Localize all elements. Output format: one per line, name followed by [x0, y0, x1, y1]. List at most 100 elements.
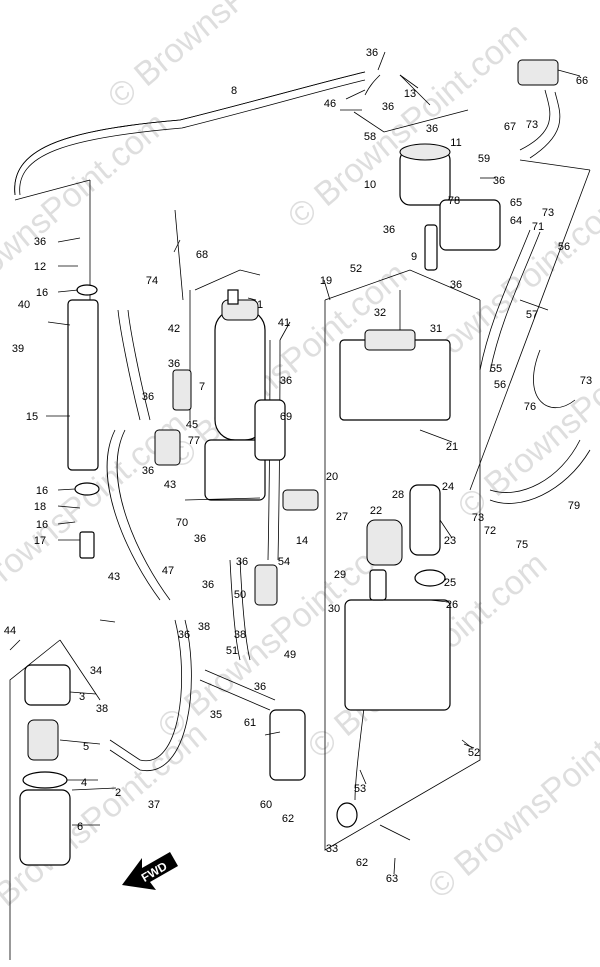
part-number-callout: 76 — [524, 401, 536, 413]
part-number-callout: 43 — [108, 571, 120, 583]
pump-cushion — [366, 519, 403, 566]
part-number-callout: 21 — [446, 441, 458, 453]
part-number-callout: 1 — [257, 299, 263, 311]
part-number-callout: 79 — [568, 500, 580, 512]
leader-line — [57, 237, 81, 243]
leader-line — [59, 739, 101, 745]
leader-line — [247, 297, 257, 301]
part-number-callout: 36 — [383, 224, 395, 236]
part-number-callout: 17 — [34, 535, 46, 547]
part-number-callout: 9 — [411, 251, 417, 263]
part-number-callout: 72 — [484, 525, 496, 537]
leader-line — [57, 505, 81, 509]
fuel-pump-top — [221, 299, 259, 321]
forward-arrow: FWD — [122, 852, 178, 890]
part-number-callout: 28 — [392, 489, 404, 501]
filter-7 — [172, 369, 192, 411]
part-number-callout: 66 — [576, 75, 588, 87]
part-number-callout: 46 — [324, 98, 336, 110]
part-number-callout: 77 — [188, 435, 200, 447]
joint-50 — [254, 564, 278, 606]
leader-line — [393, 857, 396, 875]
part-number-callout: 38 — [96, 703, 108, 715]
o-ring — [22, 771, 68, 789]
part-number-callout: 37 — [148, 799, 160, 811]
leader-line — [279, 321, 291, 341]
leader-line — [463, 743, 475, 749]
part-number-callout: 36 — [142, 465, 154, 477]
leader-line — [519, 299, 549, 311]
mounting-plate — [439, 199, 501, 251]
leader-line — [345, 89, 366, 100]
part-number-callout: 53 — [354, 783, 366, 795]
part-number-callout: 62 — [282, 813, 294, 825]
part-number-callout: 62 — [356, 857, 368, 869]
part-number-callout: 45 — [186, 419, 198, 431]
leader-line — [429, 599, 449, 603]
part-number-callout: 33 — [326, 843, 338, 855]
part-number-callout: 52 — [468, 747, 480, 759]
part-number-callout: 36 — [382, 101, 394, 113]
fuel-hose-bracket — [67, 299, 99, 471]
electric-fuel-pump — [409, 484, 441, 556]
grommet-30 — [369, 569, 387, 601]
pump-holder — [414, 569, 446, 587]
part-number-callout: 15 — [26, 411, 38, 423]
part-number-callout: 36 — [236, 556, 248, 568]
part-number-callout: 56 — [558, 241, 570, 253]
part-number-callout: 5 — [83, 741, 89, 753]
part-number-callout: 51 — [226, 645, 238, 657]
part-number-callout: 67 — [504, 121, 516, 133]
part-number-callout: 59 — [478, 153, 490, 165]
filter-cap — [399, 143, 451, 161]
part-number-callout: 22 — [370, 505, 382, 517]
part-number-callout: 57 — [526, 309, 538, 321]
part-number-callout: 73 — [542, 207, 554, 219]
part-number-callout: 36 — [280, 375, 292, 387]
leader-line — [323, 279, 331, 301]
leader-line — [439, 519, 453, 539]
part-number-callout: 31 — [430, 323, 442, 335]
cover-manifold — [364, 329, 416, 351]
bolt-17 — [79, 531, 95, 559]
part-number-callout: 6 — [77, 821, 83, 833]
joint-45 — [154, 429, 181, 466]
part-number-callout: 73 — [472, 512, 484, 524]
pump-bracket — [204, 439, 266, 501]
part-number-callout: 36 — [178, 629, 190, 641]
part-number-callout: 29 — [334, 569, 346, 581]
part-number-callout: 13 — [404, 88, 416, 100]
part-number-callout: 18 — [34, 501, 46, 513]
part-number-callout: 73 — [580, 375, 592, 387]
washer-16 — [74, 482, 100, 496]
part-number-callout: 36 — [34, 236, 46, 248]
part-number-callout: 19 — [320, 275, 332, 287]
part-number-callout: 36 — [450, 279, 462, 291]
part-number-callout: 38 — [198, 621, 210, 633]
part-number-callout: 70 — [176, 517, 188, 529]
part-number-callout: 36 — [142, 391, 154, 403]
part-number-callout: 65 — [510, 197, 522, 209]
part-number-callout: 43 — [164, 479, 176, 491]
pump-mount-arm — [254, 399, 286, 461]
watermark-text: © BrownsPoint.com — [101, 0, 355, 116]
part-number-callout: 7 — [199, 381, 205, 393]
part-number-callout: 23 — [444, 535, 456, 547]
part-number-callout: 78 — [448, 195, 460, 207]
part-number-callout: 4 — [81, 777, 87, 789]
fuel-filter-element — [27, 719, 59, 761]
part-number-callout: 16 — [36, 519, 48, 531]
leader-line — [69, 691, 97, 695]
pipe-9 — [424, 224, 438, 271]
watermark-text: © BrownsPoint.com — [421, 685, 600, 906]
part-number-callout: 11 — [450, 137, 461, 149]
leader-line — [71, 787, 117, 791]
leader-line — [444, 577, 447, 581]
leader-line — [377, 51, 386, 71]
part-number-callout: 64 — [510, 215, 522, 227]
part-number-callout: 44 — [4, 625, 16, 637]
part-number-callout: 24 — [442, 481, 454, 493]
part-number-callout: 26 — [446, 599, 458, 611]
leader-line — [57, 521, 76, 525]
fuel-filter-cup — [19, 789, 71, 866]
